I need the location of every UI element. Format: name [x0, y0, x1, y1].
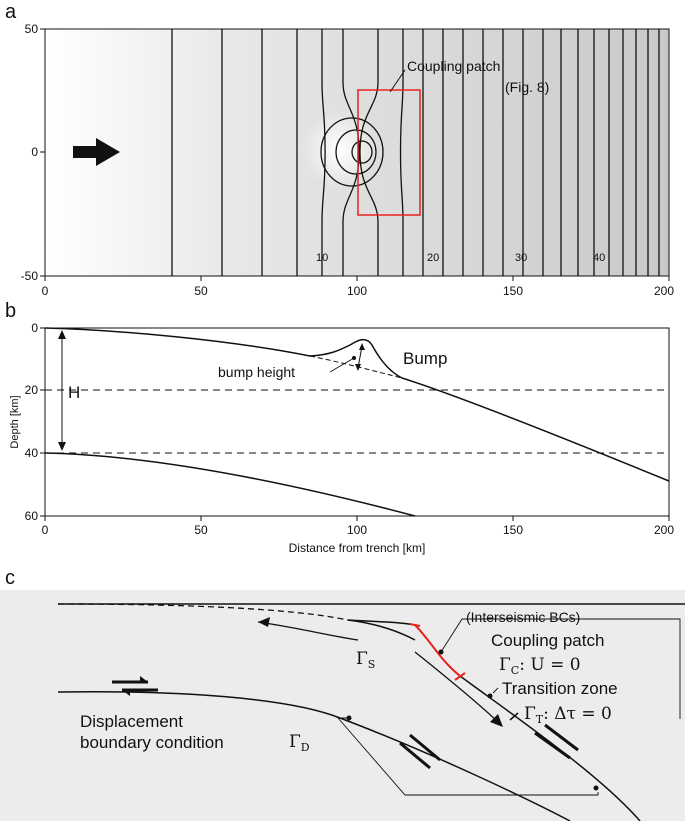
contour-line — [399, 29, 404, 276]
slip-arrow-upper — [257, 621, 359, 641]
coupling-patch-box — [357, 89, 421, 216]
arrow-down-icon — [58, 442, 66, 451]
x-tick-label: 50 — [194, 523, 208, 537]
transition-end-tick — [509, 712, 519, 721]
shear-symbol-right — [534, 723, 579, 760]
leader-dot — [593, 785, 599, 791]
shear-symbol-mid — [399, 733, 441, 770]
contour-loop — [351, 140, 373, 164]
leader-dot — [438, 649, 444, 655]
y-tick-label: -50 — [21, 269, 39, 283]
leader-dot — [346, 715, 352, 721]
x-tick-label: 100 — [347, 284, 367, 298]
y-tick-label: 40 — [25, 446, 39, 460]
arrow-down-icon — [355, 364, 361, 371]
y-tick-label: 0 — [31, 321, 38, 335]
contour-line — [321, 29, 326, 276]
half-arrow-icon — [140, 676, 148, 682]
arrow-right-icon — [73, 138, 120, 166]
arrow-up-icon — [58, 330, 66, 339]
coupling-patch-segment — [414, 624, 461, 677]
leader-dot — [487, 693, 493, 699]
coupling-patch-fig-ref: (Fig. 8) — [505, 79, 549, 95]
arrow-left-icon — [258, 617, 270, 627]
lower-interface — [44, 452, 416, 517]
transition-leader — [492, 687, 499, 694]
panel-a-x-tick-marks — [44, 276, 670, 281]
panel-a-y-tick-marks — [40, 28, 45, 277]
gamma-s-label: ΓS — [356, 649, 375, 671]
contour-loop — [320, 117, 384, 187]
patch-start-tick — [409, 623, 421, 627]
x-tick-label: 50 — [194, 284, 208, 298]
y-tick-label: 50 — [25, 22, 39, 36]
panel-b-tick-marks — [40, 327, 670, 521]
plate-interface-with-bump — [44, 327, 670, 482]
bump-height-label: bump height — [218, 364, 295, 380]
transition-zone-label: Transition zone — [502, 679, 618, 698]
x-tick-label: 200 — [654, 284, 674, 298]
coupling-patch-leader — [389, 69, 406, 93]
slip-arrow-lower — [414, 651, 499, 723]
panel-c-letter: c — [5, 567, 15, 589]
arrow-down-right-icon — [490, 714, 503, 727]
contour-label: 40 — [593, 252, 605, 264]
gamma-t-label: ΓT: Δτ = 0 — [524, 704, 612, 726]
y-tick-label: 20 — [25, 383, 39, 397]
x-tick-label: 0 — [42, 523, 49, 537]
bump-height-leader — [329, 357, 355, 373]
x-tick-label: 100 — [347, 523, 367, 537]
panel-c-background — [0, 590, 685, 821]
gamma-s-dashed — [57, 603, 349, 621]
gamma-d-leader — [337, 717, 599, 796]
contour-label: 30 — [515, 252, 527, 264]
panel-c: c — [0, 567, 685, 821]
smooth-interface-dashed — [309, 355, 403, 379]
contour-line — [359, 29, 379, 276]
contour-loop — [335, 129, 377, 175]
panel-a-letter: a — [5, 1, 17, 23]
bc-bracket — [440, 618, 681, 719]
panel-b-letter: b — [5, 300, 16, 322]
patch-end-tick — [454, 672, 466, 681]
coupling-patch-label: Coupling patch — [491, 631, 604, 650]
x-axis-label: Distance from trench [km] — [289, 541, 426, 555]
y-tick-label: 60 — [25, 509, 39, 523]
x-tick-label: 0 — [42, 284, 49, 298]
bump-label: Bump — [403, 349, 447, 368]
coupling-patch-label: Coupling patch — [407, 58, 500, 74]
displacement-label-2: boundary condition — [80, 733, 224, 752]
contour-label: 20 — [427, 252, 439, 264]
contour-line — [342, 29, 360, 276]
h-label: H — [68, 383, 80, 402]
panel-b: b H bump height Bump 0 20 40 60 0 5 — [5, 300, 674, 555]
displacement-label-1: Displacement — [80, 712, 183, 731]
arrow-up-icon — [359, 343, 365, 350]
x-tick-label: 200 — [654, 523, 674, 537]
gamma-d-label: ΓD — [289, 732, 310, 754]
x-tick-label: 150 — [503, 523, 523, 537]
panel-a-contours — [171, 29, 660, 276]
interseismic-label: (Interseismic BCs) — [466, 609, 580, 625]
contour-label: 10 — [316, 252, 328, 264]
y-tick-label: 0 — [31, 145, 38, 159]
panel-a: a Coupling patch (Fig. 8) 10 20 30 40 50… — [5, 1, 674, 298]
x-tick-label: 150 — [503, 284, 523, 298]
y-axis-label: Depth [km] — [9, 395, 21, 448]
panel-b-plot-area — [44, 327, 670, 517]
gamma-c-label: ΓC: U = 0 — [499, 655, 581, 677]
half-arrow-icon — [122, 690, 130, 696]
